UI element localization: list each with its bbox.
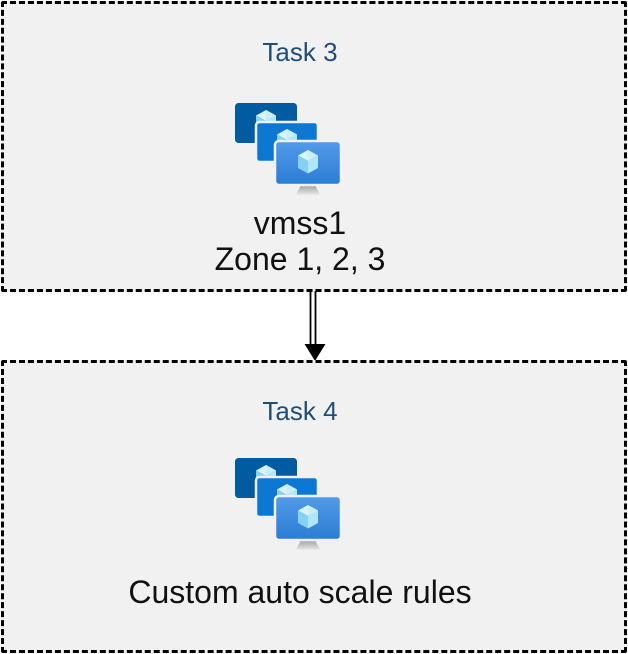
task4-labels: Custom auto scale rules xyxy=(128,574,471,610)
task3-labels: vmss1 Zone 1, 2, 3 xyxy=(215,205,386,277)
vm-scale-set-icon xyxy=(235,458,341,550)
task3-title: Task 3 xyxy=(262,37,338,67)
zone-label: Zone 1, 2, 3 xyxy=(214,241,386,277)
autoscale-rules-label: Custom auto scale rules xyxy=(128,574,472,610)
down-arrow-connector xyxy=(304,291,326,361)
vmss-name-label: vmss1 xyxy=(253,205,347,241)
task-box-task4: Task 4 Custom auto scale rules xyxy=(1,360,627,653)
task4-title: Task 4 xyxy=(262,396,338,426)
vm-scale-set-icon xyxy=(235,103,341,195)
task-box-task3: Task 3 vmss1 Zone 1, 2, 3 xyxy=(1,1,627,292)
